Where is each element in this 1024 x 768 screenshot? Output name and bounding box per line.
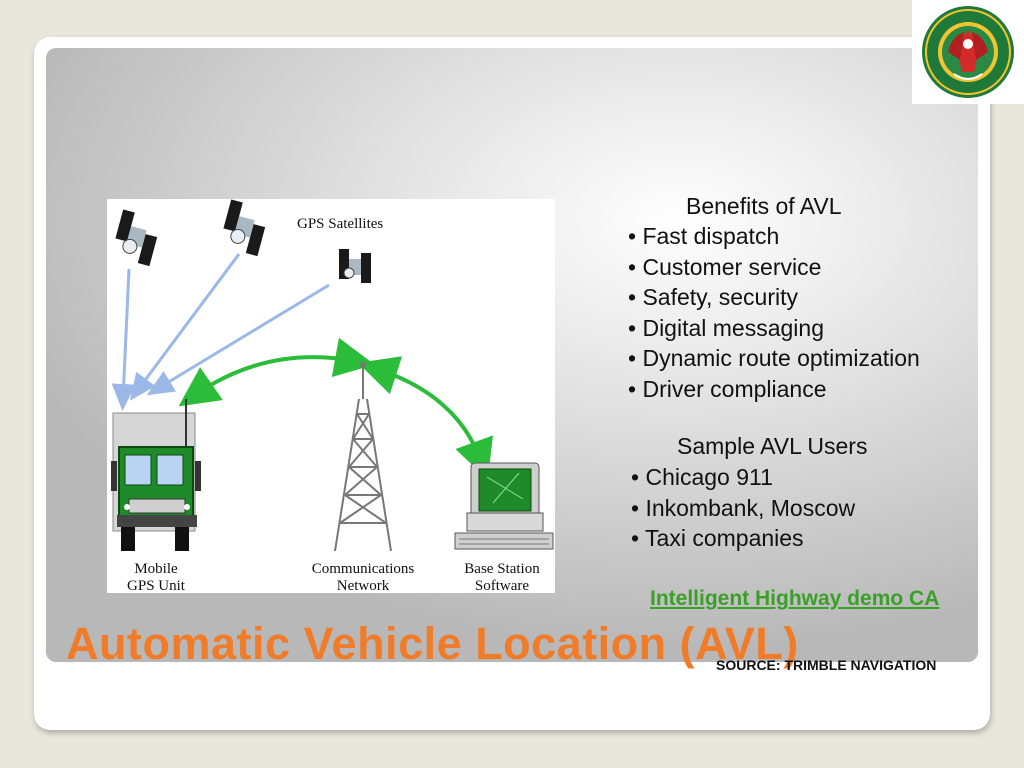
truck-icon	[111, 399, 201, 551]
university-logo	[912, 0, 1024, 104]
benefit-item: Customer service	[628, 252, 920, 283]
university-seal-icon	[922, 6, 1014, 98]
communications-network-label: Communications Network	[311, 561, 415, 594]
satellite-icon-3	[339, 249, 371, 283]
satellite-icon-1	[115, 209, 158, 267]
mobile-gps-unit-label: Mobile GPS Unit	[127, 561, 185, 594]
slide-title: Automatic Vehicle Location (AVL)	[66, 618, 799, 669]
benefit-item: Safety, security	[628, 282, 920, 313]
users-heading: Sample AVL Users	[677, 433, 868, 459]
benefit-item: Digital messaging	[628, 313, 920, 344]
avl-diagram-graphic	[111, 199, 554, 552]
benefit-item: Driver compliance	[628, 374, 920, 405]
source-credit: SOURCE: TRIMBLE NAVIGATION	[716, 657, 937, 673]
avl-diagram: GPS Satellites Mobile GPS Unit Communica…	[107, 199, 555, 594]
gps-satellites-label: GPS Satellites	[297, 216, 384, 232]
user-item: Chicago 911	[631, 462, 855, 493]
computer-icon	[454, 462, 554, 550]
users-list: Chicago 911 Inkombank, Moscow Taxi compa…	[631, 462, 855, 554]
user-item: Taxi companies	[631, 523, 855, 554]
benefits-list: Fast dispatch Customer service Safety, s…	[628, 221, 920, 405]
satellite-icon-2	[223, 199, 266, 257]
user-item: Inkombank, Moscow	[631, 493, 855, 524]
communications-tower-icon	[334, 362, 392, 552]
benefit-item: Fast dispatch	[628, 221, 920, 252]
intelligent-highway-demo-link[interactable]: Intelligent Highway demo CA	[650, 587, 940, 610]
base-station-software-label: Base Station Software	[464, 561, 540, 594]
benefits-heading: Benefits of AVL	[686, 193, 842, 219]
benefit-item: Dynamic route optimization	[628, 343, 919, 374]
